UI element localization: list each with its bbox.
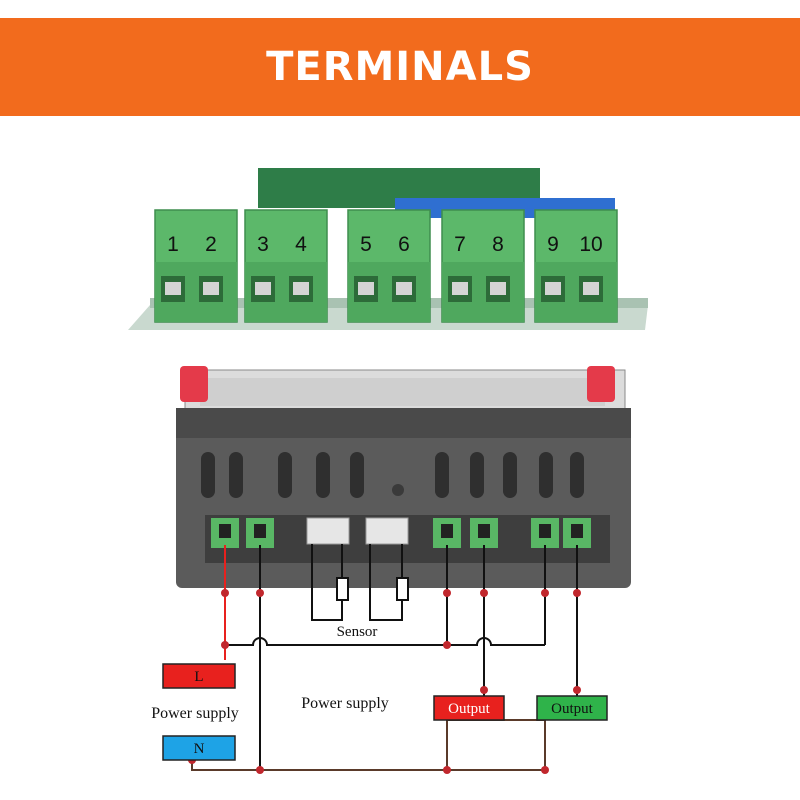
terminal-number-4: 4	[295, 233, 307, 256]
junction-dot	[443, 641, 451, 649]
right-clip	[587, 366, 615, 402]
vent-slot	[350, 452, 364, 498]
terminal-number-5: 5	[360, 233, 372, 256]
screw-5	[358, 282, 374, 295]
neutral-bus	[191, 755, 545, 771]
sensor-probe-2	[396, 577, 409, 601]
screw-9	[545, 282, 561, 295]
vent-slot	[570, 452, 584, 498]
screw-2	[203, 282, 219, 295]
terminal-number-8: 8	[492, 233, 504, 256]
vent-slot	[201, 452, 215, 498]
housing-terminals	[211, 518, 591, 548]
output-2-label: Output	[551, 701, 594, 717]
junction-dots	[188, 589, 581, 774]
terminal-number-2: 2	[205, 233, 217, 256]
terminal-block-5: 9 10	[534, 209, 618, 323]
junction-dot	[573, 686, 581, 694]
junction-dot	[221, 641, 229, 649]
live-terminal-box: L	[162, 663, 236, 689]
junction-dot	[443, 766, 451, 774]
title-banner: TERMINALS	[0, 18, 800, 116]
vent-slot	[278, 452, 292, 498]
page-title: TERMINALS	[266, 44, 534, 90]
junction-dot	[573, 589, 581, 597]
vent-slot	[316, 452, 330, 498]
controller-housing	[176, 366, 631, 588]
terminal-number-1: 1	[167, 233, 179, 256]
housing-slots	[201, 452, 584, 498]
screw-10	[583, 282, 599, 295]
left-power-supply-label: Power supply	[151, 705, 239, 722]
sensor-probe-1	[336, 577, 349, 601]
terminal-number-3: 3	[257, 233, 269, 256]
output-2-box: Output	[536, 695, 608, 721]
junction-dot	[221, 589, 229, 597]
vent-slot	[503, 452, 517, 498]
sensor-connector-1	[306, 517, 350, 545]
sensor-connector-2	[365, 517, 409, 545]
terminal-number-9: 9	[547, 233, 559, 256]
terminal-number-10: 10	[579, 233, 602, 256]
junction-dot	[480, 686, 488, 694]
screw-7	[452, 282, 468, 295]
neutral-terminal-box: N	[162, 735, 236, 761]
screw-8	[490, 282, 506, 295]
output-1-box: Output	[433, 695, 505, 721]
sensor-label: Sensor	[337, 624, 378, 640]
vent-slot	[435, 452, 449, 498]
junction-dot	[256, 766, 264, 774]
junction-dot	[541, 766, 549, 774]
screw-1	[165, 282, 181, 295]
neutral-label: N	[194, 741, 205, 757]
live-label: L	[194, 669, 203, 685]
sensor-wire-1a	[311, 544, 343, 621]
vent-slot	[539, 452, 553, 498]
screw-6	[396, 282, 412, 295]
center-power-supply-label: Power supply	[301, 695, 389, 712]
left-clip	[180, 366, 208, 402]
screw-4	[293, 282, 309, 295]
output-1-label: Output	[448, 701, 491, 717]
terminal-number-6: 6	[398, 233, 410, 256]
vent-slot	[470, 452, 484, 498]
terminal-number-7: 7	[454, 233, 466, 256]
center-screw-hole	[392, 484, 404, 496]
junction-dot	[541, 589, 549, 597]
screw-3	[255, 282, 271, 295]
junction-dot	[443, 589, 451, 597]
junction-dot	[256, 589, 264, 597]
junction-dot	[480, 589, 488, 597]
vent-slot	[229, 452, 243, 498]
sensor-wire-2a	[369, 544, 403, 621]
